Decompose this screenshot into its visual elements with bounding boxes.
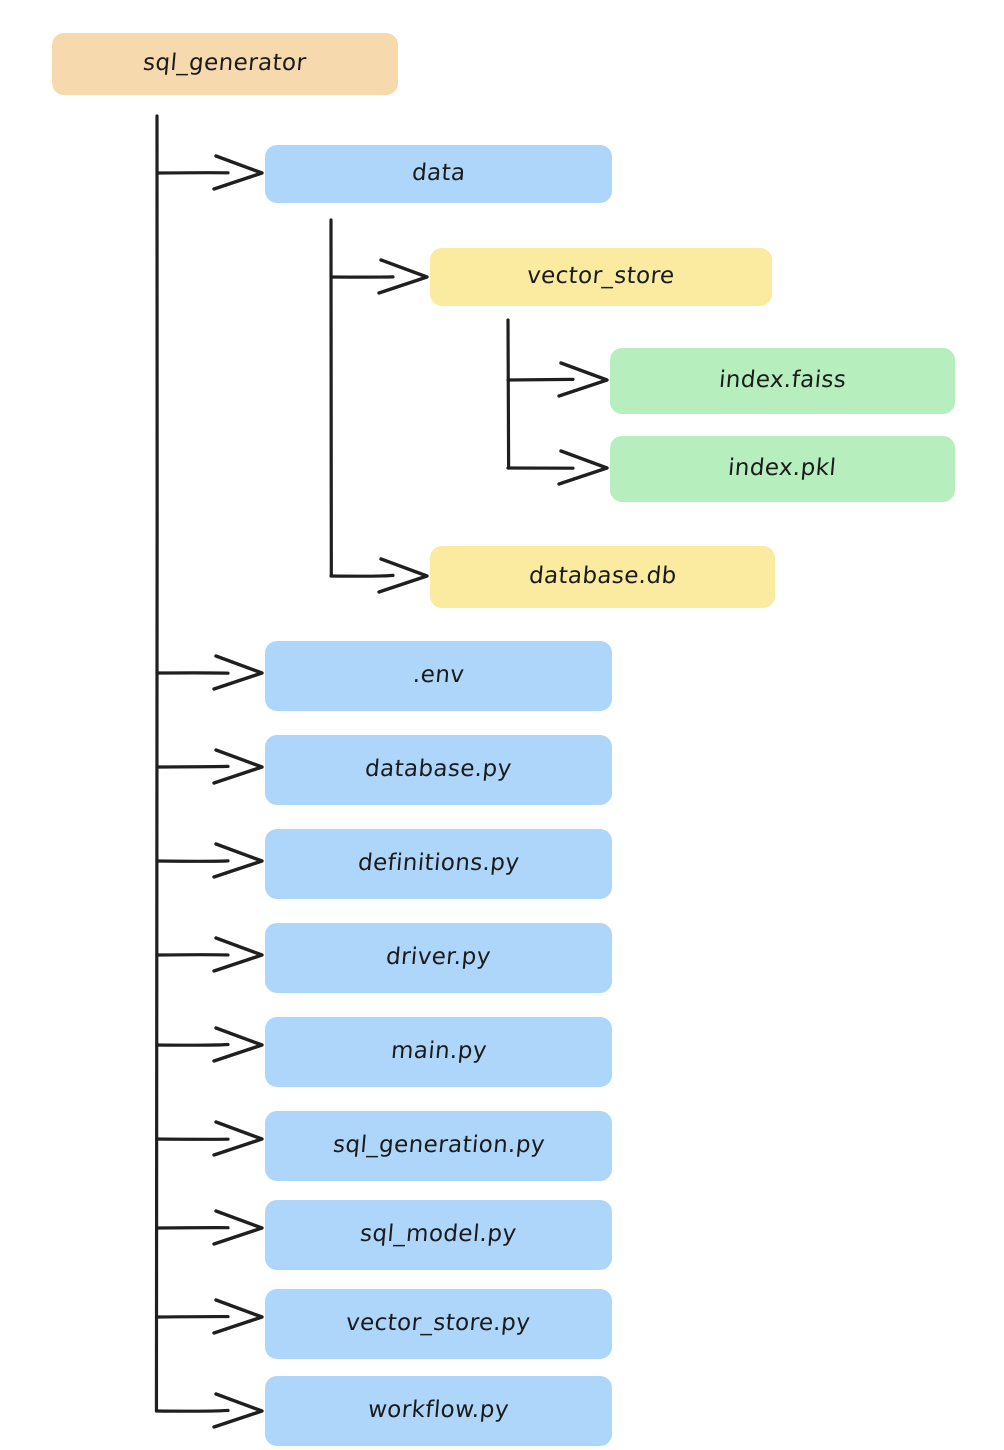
edge-line-edge-root-main-py — [157, 1044, 228, 1045]
tree-node-label: sql_generator — [142, 51, 307, 76]
tree-node-label: vector_store — [526, 264, 676, 289]
tree-node-label: definitions.py — [357, 851, 521, 876]
trunk-line-trunk-root — [156, 116, 157, 1411]
tree-node-database_db[interactable]: database.db — [430, 546, 775, 608]
tree-node-label: workflow.py — [367, 1398, 510, 1423]
tree-node-vector_store[interactable]: vector_store — [430, 248, 772, 306]
tree-node-index_pkl[interactable]: index.pkl — [610, 436, 955, 502]
tree-node-data[interactable]: data — [265, 145, 612, 203]
arrowhead-edge-root-main-py — [214, 1028, 262, 1061]
tree-node-label: data — [411, 161, 467, 186]
edge-line-edge-root-workflow-py — [157, 1410, 228, 1411]
tree-node-database_py[interactable]: database.py — [265, 735, 612, 805]
arrowhead-edge-root-workflow-py — [214, 1394, 262, 1427]
tree-node-label: driver.py — [385, 945, 492, 970]
arrowhead-edge-root-definitions-py — [214, 844, 262, 877]
arrowhead-edge-root-driver-py — [214, 938, 262, 971]
edge-line-edge-data-database-db — [331, 575, 393, 576]
tree-node-root[interactable]: sql_generator — [52, 33, 398, 95]
tree-node-index_faiss[interactable]: index.faiss — [610, 348, 955, 414]
tree-node-env[interactable]: .env — [265, 641, 612, 711]
tree-node-definitions_py[interactable]: definitions.py — [265, 829, 612, 899]
arrowhead-edge-root-env — [214, 656, 262, 689]
arrowhead-edge-root-vector-store-py — [214, 1300, 262, 1333]
arrowhead-edge-root-database-py — [214, 750, 262, 783]
arrowhead-edge-data-database-db — [379, 559, 427, 592]
arrowhead-edge-vector-store-pkl — [559, 451, 607, 484]
tree-node-label: sql_generation.py — [331, 1133, 545, 1158]
tree-node-label: .env — [412, 663, 465, 688]
tree-node-label: main.py — [389, 1039, 487, 1064]
tree-node-label: vector_store.py — [345, 1311, 531, 1336]
arrowhead-edge-vector-store-faiss — [559, 363, 607, 396]
trunk-line-trunk-vector-store — [508, 320, 509, 468]
tree-node-vector_store_py[interactable]: vector_store.py — [265, 1289, 612, 1359]
tree-node-workflow_py[interactable]: workflow.py — [265, 1376, 612, 1446]
tree-node-label: sql_model.py — [359, 1222, 518, 1247]
tree-node-label: index.faiss — [718, 368, 847, 393]
edge-line-edge-root-database-py — [157, 766, 228, 767]
arrowhead-edge-data-vector-store — [379, 260, 427, 293]
tree-node-sql_model_py[interactable]: sql_model.py — [265, 1200, 612, 1270]
tree-node-sql_generation_py[interactable]: sql_generation.py — [265, 1111, 612, 1181]
arrowhead-edge-root-sql-model-py — [214, 1211, 262, 1244]
tree-node-driver_py[interactable]: driver.py — [265, 923, 612, 993]
arrowhead-edge-root-data — [214, 156, 262, 189]
tree-node-label: index.pkl — [727, 456, 837, 481]
arrowhead-edge-root-sql-generation-py — [214, 1122, 262, 1155]
edge-line-edge-vector-store-faiss — [508, 379, 573, 380]
tree-node-main_py[interactable]: main.py — [265, 1017, 612, 1087]
tree-node-label: database.db — [528, 564, 678, 589]
tree-node-label: database.py — [364, 757, 513, 782]
